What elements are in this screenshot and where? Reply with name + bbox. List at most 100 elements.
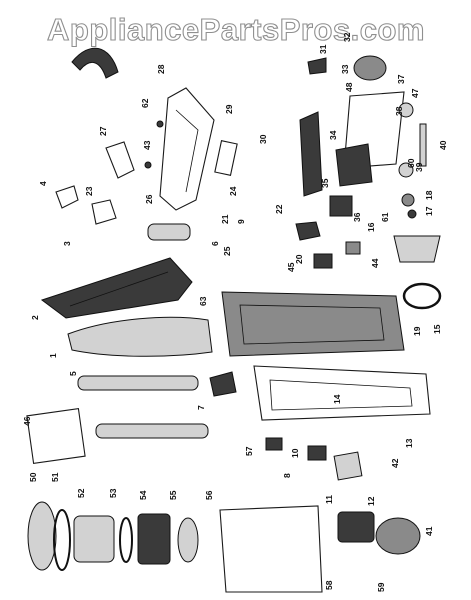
part-27	[105, 141, 135, 179]
parts-drawing	[26, 47, 442, 593]
label-35: 35	[320, 178, 330, 188]
label-3: 3	[62, 241, 72, 246]
label-8: 8	[282, 473, 292, 478]
label-53: 53	[108, 488, 118, 498]
label-44: 44	[370, 258, 380, 268]
label-50: 50	[28, 472, 38, 482]
label-23: 23	[84, 186, 94, 196]
label-25: 25	[222, 246, 232, 256]
label-27: 27	[98, 126, 108, 136]
label-19: 19	[412, 326, 422, 336]
part-51	[53, 509, 71, 571]
part-23	[91, 199, 117, 225]
label-30: 30	[258, 134, 268, 144]
part-54	[137, 513, 171, 565]
part-53	[119, 517, 133, 563]
part-43	[144, 161, 152, 169]
part-29	[214, 140, 238, 176]
label-40: 40	[438, 140, 448, 150]
label-61: 61	[380, 212, 390, 222]
label-2: 2	[30, 315, 40, 320]
label-56: 56	[204, 490, 214, 500]
part-50	[27, 501, 57, 571]
part-57	[265, 437, 283, 451]
label-13: 13	[404, 438, 414, 448]
label-1: 1	[48, 353, 58, 358]
part-33	[353, 55, 387, 81]
label-15: 15	[432, 324, 442, 334]
part-46	[26, 407, 86, 465]
label-31: 31	[318, 44, 328, 54]
label-20: 20	[294, 254, 304, 264]
part-14	[253, 365, 431, 421]
label-32: 32	[342, 32, 352, 42]
label-11: 11	[324, 495, 334, 504]
part-19-hose	[71, 47, 119, 79]
label-48: 48	[344, 82, 354, 92]
part-59	[375, 517, 421, 555]
label-5: 5	[68, 371, 78, 376]
part-5a	[77, 375, 199, 391]
part-36	[329, 195, 353, 217]
label-9: 9	[236, 219, 246, 224]
label-16: 16	[366, 222, 376, 232]
part-11	[333, 451, 363, 481]
part-62	[156, 120, 164, 128]
label-14: 14	[332, 394, 342, 404]
label-6: 6	[210, 241, 220, 246]
label-37: 37	[396, 74, 406, 84]
label-22: 22	[274, 204, 284, 214]
part-4	[55, 185, 79, 209]
part-39	[398, 162, 414, 178]
label-54: 54	[138, 490, 148, 500]
part-body	[221, 291, 405, 357]
label-29: 29	[224, 104, 234, 114]
part-2	[40, 257, 193, 319]
part-47	[398, 102, 414, 118]
label-39: 39	[414, 162, 424, 172]
label-33: 33	[340, 64, 350, 74]
label-42: 42	[390, 458, 400, 468]
label-58: 58	[324, 580, 334, 590]
label-7: 7	[196, 405, 206, 410]
label-62: 62	[140, 98, 150, 108]
part-18	[401, 193, 415, 207]
part-34	[299, 111, 323, 197]
part-58	[337, 511, 375, 543]
label-10: 10	[290, 448, 300, 458]
label-47: 47	[410, 88, 420, 98]
part-35	[335, 143, 373, 187]
part-44	[345, 241, 361, 255]
label-26: 26	[144, 194, 154, 204]
label-46: 46	[22, 416, 32, 426]
part-28	[159, 87, 215, 211]
label-63: 63	[198, 296, 208, 306]
part-31	[307, 57, 327, 75]
label-17: 17	[424, 206, 434, 216]
part-22	[295, 221, 321, 241]
label-12: 12	[366, 496, 376, 506]
label-43: 43	[142, 140, 152, 150]
part-20	[313, 253, 333, 269]
part-number-labels: 1 2 3 4 5 6 7 8 9 10 11 12 13 14 15 16 1…	[22, 32, 448, 592]
part-40	[419, 123, 427, 167]
part-52	[73, 515, 115, 563]
part-7	[209, 371, 237, 397]
label-55: 55	[168, 490, 178, 500]
watermark-text: AppliancePartsPros.com	[47, 12, 425, 47]
label-51: 51	[50, 472, 60, 482]
part-56	[219, 505, 323, 593]
label-4: 4	[38, 181, 48, 186]
part-26	[147, 223, 191, 241]
label-24: 24	[228, 186, 238, 196]
part-10	[307, 445, 327, 461]
label-38: 38	[394, 106, 404, 116]
label-45: 45	[286, 262, 296, 272]
label-41: 41	[424, 526, 434, 536]
label-34: 34	[328, 130, 338, 140]
part-1	[67, 316, 213, 357]
part-55	[177, 517, 199, 563]
label-60: 60	[406, 158, 416, 168]
part-15	[402, 282, 442, 310]
